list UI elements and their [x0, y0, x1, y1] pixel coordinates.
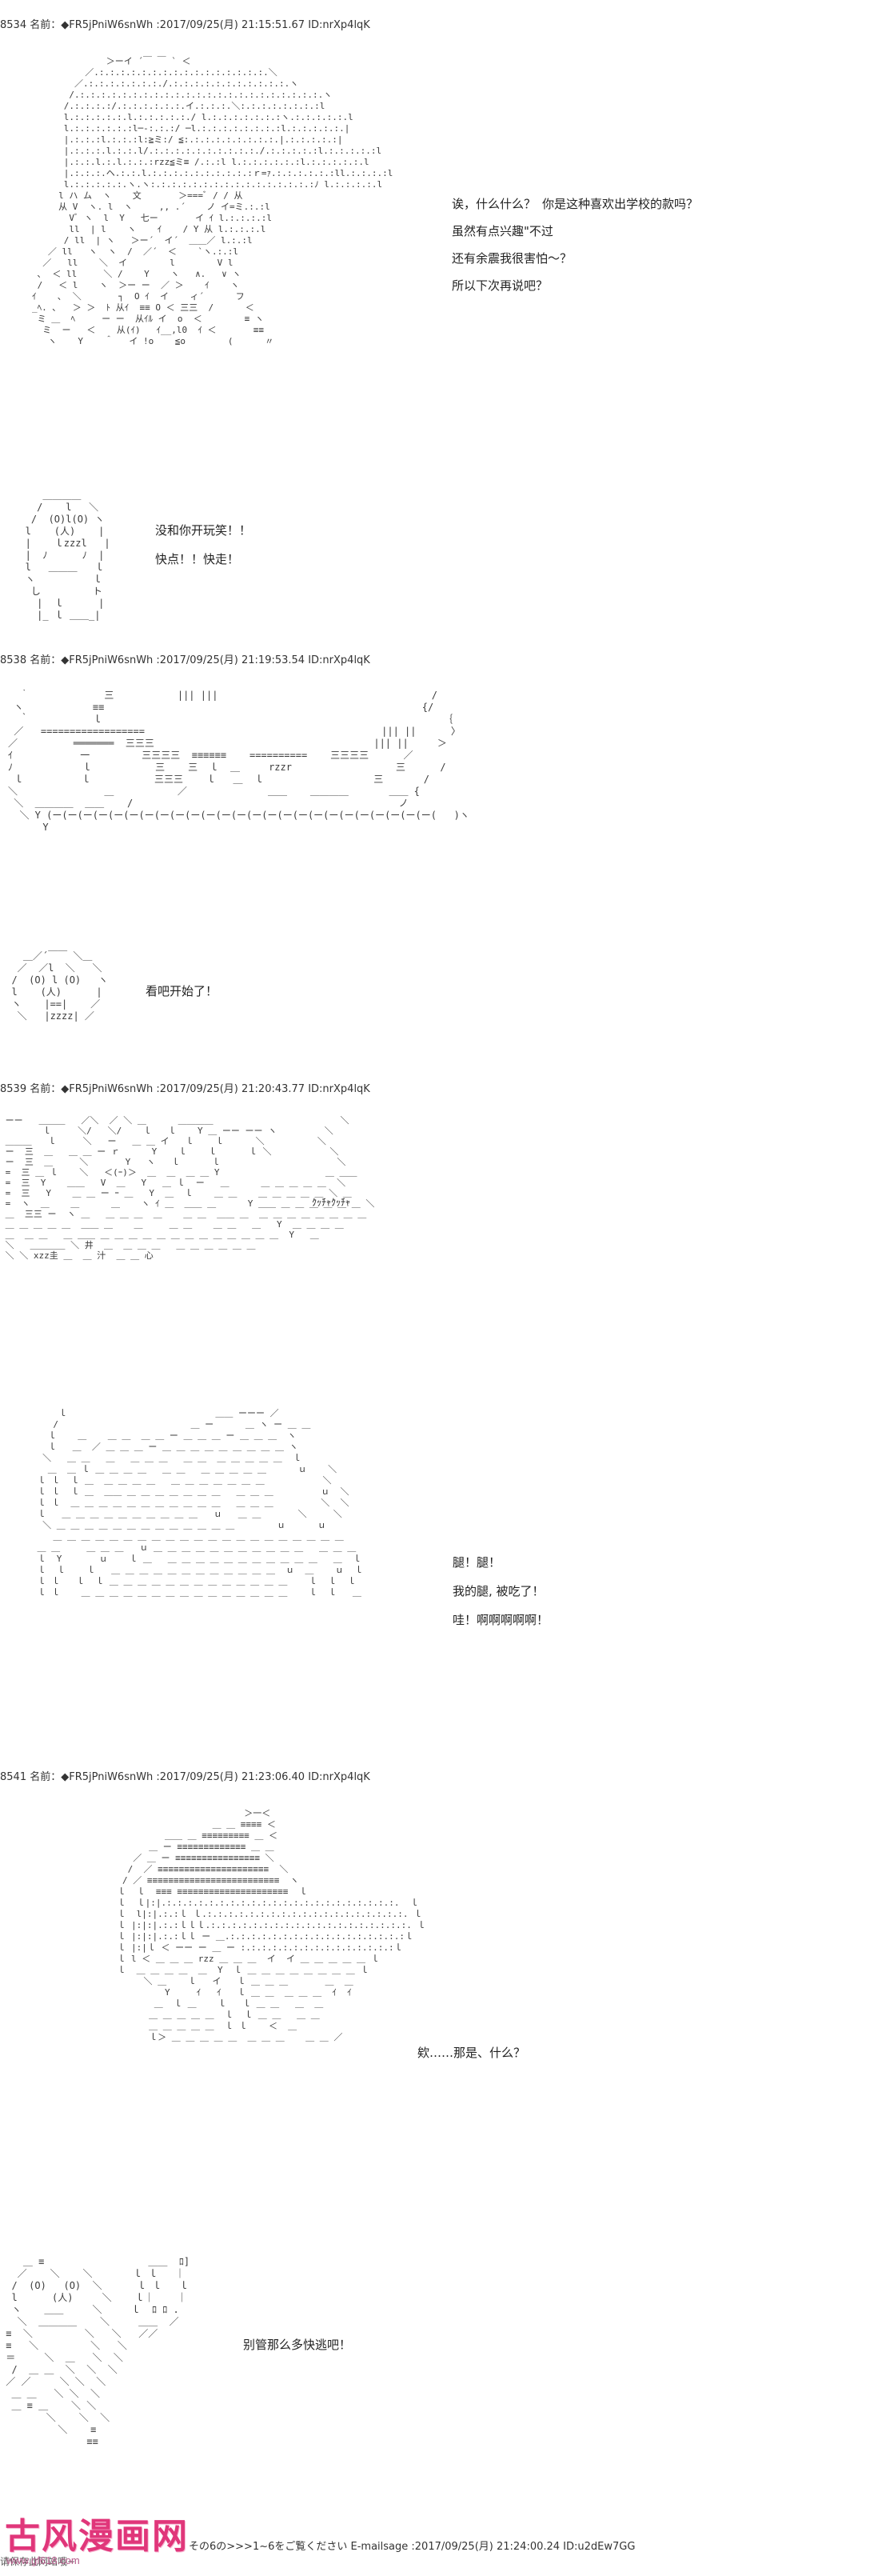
dialog-line: 虽然有点兴趣"不过 — [452, 224, 553, 238]
dialog-line: 欸……那是、什么？ — [417, 2046, 526, 2060]
sfx-text: ｸｯﾁｬｸｯﾁｬ — [312, 1197, 351, 1208]
footer-note: 请保存此网站哦~ — [0, 2556, 76, 2567]
dialog-line: 所以下次再说吧？ — [452, 278, 549, 293]
dialog-line: 哇！啊啊啊啊啊！ — [453, 1613, 549, 1627]
dialog-line: 没和你开玩笑！！ — [155, 523, 252, 538]
ascii-art-girl-closeup: ＞ーイ ´￣ ￣ ` ＜ ／.:.:.:.:.:.:.:.:.:.:.:.:.:… — [32, 56, 393, 346]
site-logo: 古风漫画网 — [5, 2516, 189, 2557]
post-header-8534: 8534 名前：◆FR5jPniW6snWh :2017/09/25(月) 21… — [0, 19, 370, 31]
ascii-art-bitten-leg: ｌ ＿＿ ーーー ／ / ＿ ー ＿ ヽ ー ＿ ＿ ｌ ＿ ＿ ＿ ＿ ＿ ー… — [37, 1408, 364, 1598]
dialog-line: 快点！！快走！ — [155, 552, 240, 566]
ascii-art-eating-monster: ーー ＿＿＿ ／＼ ／ ＼ ＿ ＿＿＿＿ ＼ ｌ ＼/ ＼/ ｌ ｌ Y ＿ ー… — [5, 1115, 375, 1261]
footer-url[interactable]: www.gf618.com — [6, 2554, 80, 2566]
dialog-line: 我的腿, 被吃了！ — [453, 1584, 545, 1598]
dialog-line: 腿！腿！ — [453, 1555, 501, 1570]
dialog-line: 看吧开始了！ — [146, 984, 218, 998]
dialog-line: 你是这种喜欢出学校的款吗？ — [542, 197, 699, 211]
ascii-art-hooded-figure: ＞一＜ ＿ ＿ ≡≡≡≡ ＜ ＿＿ ＿ ≡≡≡≡≡≡≡≡≡ ＿ ＜ ＿ ー ≡≡… — [117, 1808, 426, 2042]
dialog-line: 别管那么多快逃吧！ — [243, 2338, 352, 2352]
post-header-8538: 8538 名前：◆FR5jPniW6snWh :2017/09/25(月) 21… — [0, 654, 370, 666]
post-header-8539: 8539 名前：◆FR5jPniW6snWh :2017/09/25(月) 21… — [0, 1083, 370, 1095]
ascii-art-gacha-sfx: ｀ 三 ||| ||| / ヽ ≡≡ {/ ｀ ｌ — [8, 690, 469, 833]
ascii-art-chibi-running: ＿ ≡ ＿＿ ﾛ] ／ ＼ ＼ ｌ ｌ ｜ / (O) (O) ＼ ｌ ｌ ｌ … — [6, 2256, 190, 2447]
dialog-line: 还有余震我很害怕～？ — [452, 251, 573, 266]
ascii-art-chibi-face: ＿＿＿＿ / l ＼ / (O)l(O) ヽ l (人) | | ｌzzzl |… — [25, 490, 110, 621]
footer-mail-line: その6の>>>1~6をご覧ください E-mailsage :2017/09/25… — [189, 2541, 636, 2553]
ascii-art-chibi-face: ＿／´￣￣ ＼＿ ／ ／l ＼ ＼ / (O) l (O) ヽ l (人) | … — [11, 950, 108, 1022]
post-header-8541: 8541 名前：◆FR5jPniW6snWh :2017/09/25(月) 21… — [0, 1771, 370, 1783]
dialog-line: 诶，什么什么？ — [452, 197, 537, 211]
